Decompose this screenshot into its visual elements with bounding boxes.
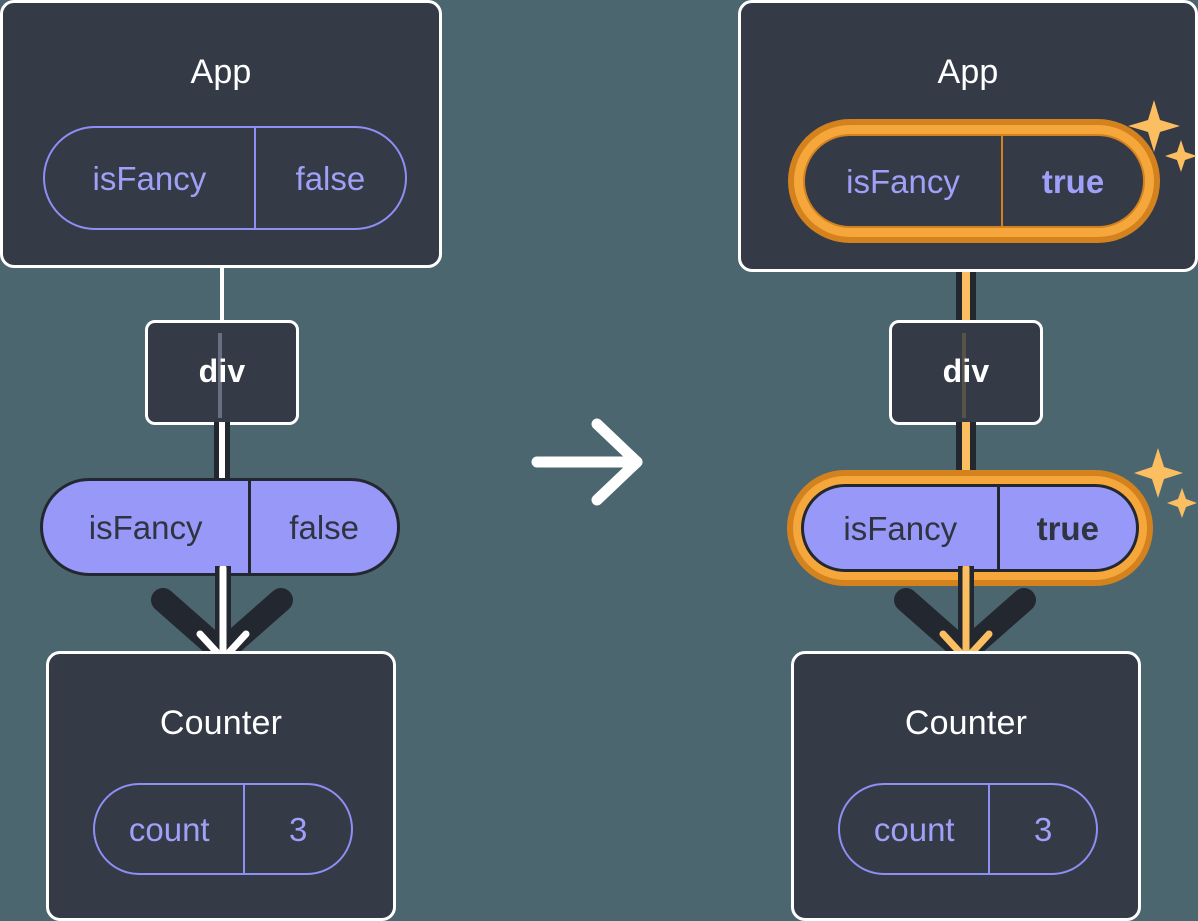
left-div-label: div	[198, 353, 246, 389]
right-prop-key: isFancy	[843, 509, 958, 547]
right-counter-state-key: count	[873, 810, 955, 848]
right-prop-pill: isFancy true	[801, 484, 1139, 572]
left-prop-value: false	[248, 481, 397, 573]
right-arrow-icon	[531, 418, 643, 506]
right-div-box: div	[889, 320, 1043, 425]
left-app-state-pill: isFancy false	[43, 126, 407, 230]
left-connector-div-pill	[214, 422, 230, 486]
right-app-sparkles-icon	[1128, 100, 1197, 172]
right-app-component-box: App isFancy true	[738, 0, 1198, 272]
right-app-state-key: isFancy	[846, 162, 960, 200]
left-counter-state-key: count	[128, 810, 210, 848]
right-app-state-pill: isFancy true	[803, 134, 1145, 228]
right-div-internal-line	[962, 333, 966, 418]
right-counter-state-value: 3	[988, 785, 1096, 873]
right-counter-title: Counter	[904, 704, 1028, 742]
left-app-title: App	[190, 53, 252, 91]
left-counter-state-pill: count 3	[93, 783, 353, 875]
left-counter-title: Counter	[159, 704, 283, 742]
left-prop-pill: isFancy false	[40, 478, 400, 576]
left-div-box: div	[145, 320, 299, 425]
right-counter-component-box: Counter count 3	[791, 651, 1141, 921]
left-app-state-value: false	[253, 128, 405, 228]
right-counter-state-pill: count 3	[838, 783, 1098, 875]
right-prop-value: true	[996, 487, 1136, 569]
left-counter-state-value: 3	[243, 785, 351, 873]
left-div-internal-line	[218, 333, 222, 418]
right-app-state-value: true	[1001, 136, 1143, 226]
left-prop-key: isFancy	[88, 508, 203, 546]
right-div-label: div	[942, 353, 990, 389]
left-app-component-box: App isFancy false	[0, 0, 442, 268]
left-counter-component-box: Counter count 3	[46, 651, 396, 921]
right-app-title: App	[937, 53, 999, 91]
left-app-state-key: isFancy	[92, 159, 207, 197]
right-prop-sparkles-icon	[1134, 448, 1197, 518]
left-connector-app-div	[220, 262, 224, 328]
